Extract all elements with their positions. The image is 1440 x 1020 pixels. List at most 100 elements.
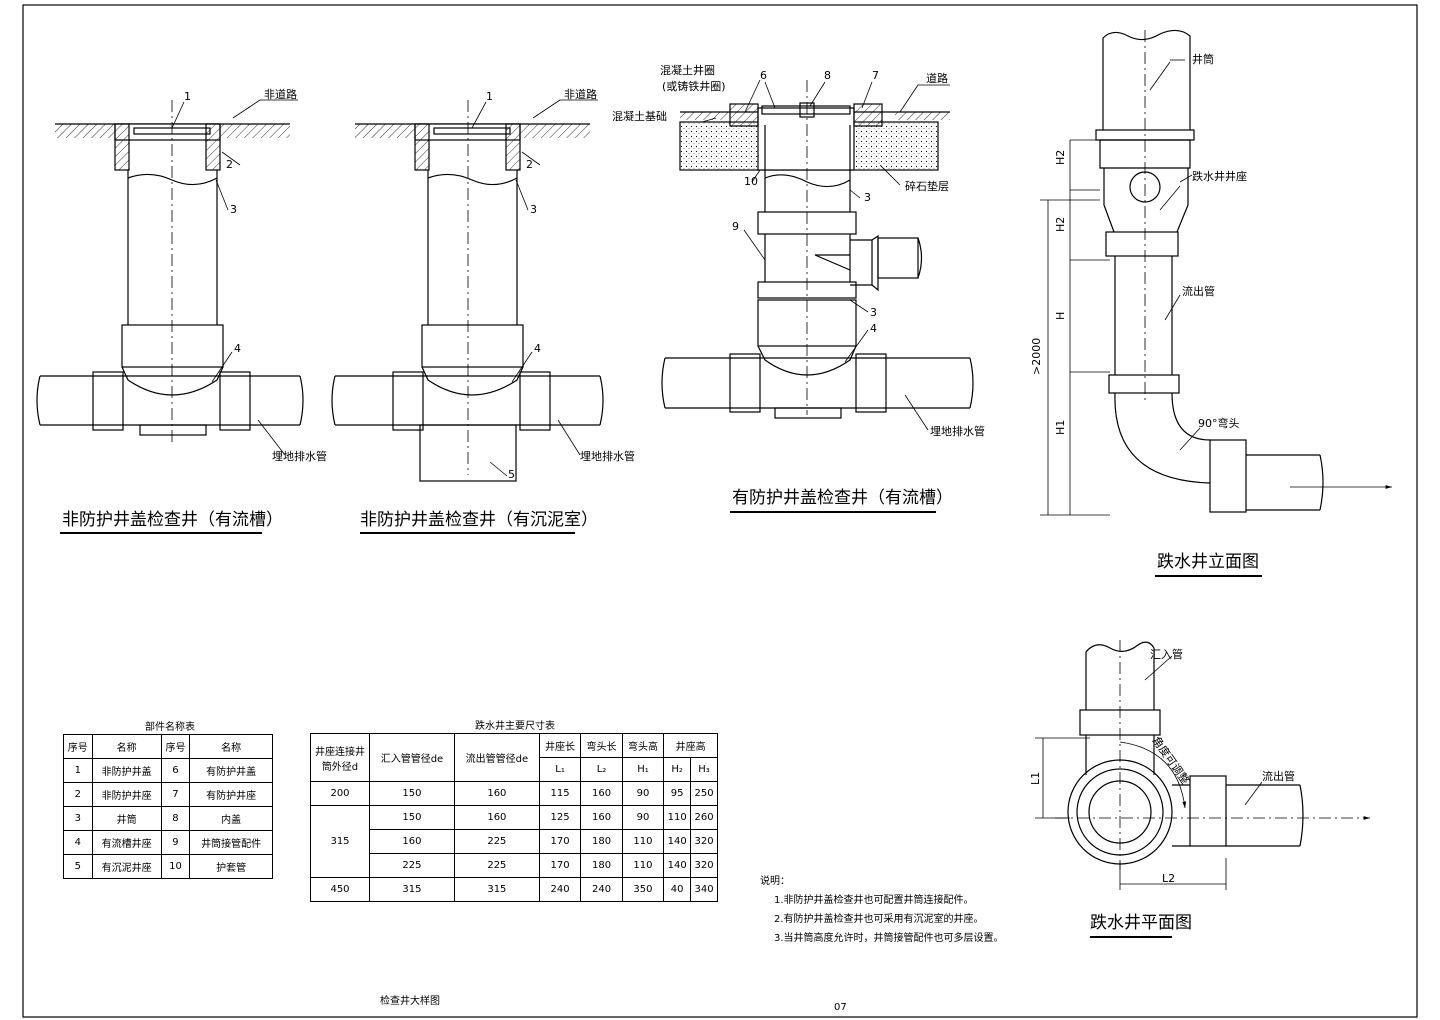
- table-cell: 160: [453, 781, 540, 806]
- table-cell: 315: [310, 805, 370, 878]
- label-rotate: 角度可调整: [1150, 734, 1193, 787]
- table-cell: 170: [538, 829, 582, 854]
- table-cell: 3: [63, 806, 93, 831]
- table-row: 200 150 160 115 160 90 95 250: [310, 781, 718, 806]
- sheet-border: [22, 4, 1418, 1018]
- dim-l1: L1: [1029, 772, 1042, 785]
- drop-well-elevation: [1040, 29, 1392, 577]
- table-cell: 150: [369, 781, 455, 806]
- table-cell: 150: [369, 805, 455, 830]
- table-cell: 110: [663, 805, 692, 830]
- dims-table: 井座连接井筒外径d 汇入管管径de 流出管管径de 井座长 弯头长 弯头高 井座…: [310, 733, 718, 902]
- dims-table-subheader: L₁ L₂ H₁ H₂ H₃: [311, 757, 718, 782]
- sub-l2: L₂: [580, 757, 623, 782]
- table-cell: 内盖: [189, 806, 273, 831]
- table-cell: 有沉泥井座: [91, 854, 162, 879]
- dim-min: >2000: [1030, 338, 1043, 375]
- table-cell: 有防护井盖: [189, 758, 273, 783]
- header-cell: 名称: [189, 734, 273, 759]
- note-item: 2.有防护井盖检查井也可采用有沉泥室的井座。: [774, 914, 984, 925]
- callout-9c: 9: [732, 220, 739, 233]
- table-cell: 320: [690, 829, 718, 854]
- callout-4c: 4: [870, 322, 877, 335]
- header-seat-h: 井座高: [663, 733, 718, 758]
- table-cell: 225: [453, 829, 540, 854]
- callout-5b: 5: [508, 468, 515, 481]
- table-row: 450 315 315 240 240 350 40 340: [310, 877, 718, 902]
- callout-3c1: 3: [864, 191, 871, 204]
- sheet-title: 检查井大样图: [380, 996, 440, 1007]
- table-cell: 170: [538, 853, 582, 878]
- table-row: 225 225 170 180 110 140 320: [311, 853, 718, 878]
- drop-well-plan: [1035, 640, 1370, 938]
- label-buried-pipe-b: 埋地排水管: [580, 449, 635, 463]
- table-cell: 160: [580, 781, 623, 806]
- title-c: 有防护井盖检查井（有流槽）: [732, 488, 953, 508]
- title-d: 跌水井立面图: [1157, 552, 1259, 572]
- table-cell: 180: [580, 829, 623, 854]
- table-cell: 160: [580, 805, 623, 830]
- table-cell: 140: [663, 853, 692, 878]
- callout-6c: 6: [760, 69, 767, 82]
- table-cell: 有防护井座: [189, 782, 273, 807]
- header-out: 流出管管径de: [453, 733, 540, 782]
- dim-h1: H1: [1054, 420, 1067, 435]
- table-row: 1 非防护井盖 6 有防护井盖: [63, 758, 273, 783]
- table-cell: 240: [538, 877, 582, 902]
- table-cell: 315: [369, 877, 455, 902]
- sub-h3: H₃: [690, 757, 718, 782]
- dim-l2: L2: [1162, 872, 1175, 885]
- table-cell: 320: [690, 853, 718, 878]
- parts-table-caption: 部件名称表: [145, 722, 195, 733]
- page-number: 07: [834, 1002, 847, 1013]
- table-cell: 240: [580, 877, 623, 902]
- callout-1a: 1: [184, 90, 191, 103]
- table-cell: 160: [453, 805, 540, 830]
- label-non-road-a: 非道路: [264, 87, 297, 101]
- table-cell: 250: [690, 781, 718, 806]
- table-row: 315 150 160 125 160 90 110 260: [310, 805, 718, 878]
- parts-table: 序号 名称 序号 名称 1 非防护井盖 6 有防护井盖 2 非防护井座 7 有防…: [63, 734, 273, 879]
- table-cell: 护套管: [189, 854, 273, 879]
- callout-3b: 3: [530, 203, 537, 216]
- label-concrete-ring: 混凝土井圈: [660, 63, 715, 77]
- note-item: 1.非防护井盖检查井也可配置井筒连接配件。: [774, 895, 974, 906]
- label-concrete-base: 混凝土基础: [612, 109, 667, 123]
- label-buried-pipe-a: 埋地排水管: [272, 449, 327, 463]
- sub-h1: H₁: [621, 757, 665, 782]
- dim-h2: H2: [1054, 217, 1067, 232]
- table-row: 5 有沉泥井座 10 护套管: [63, 854, 273, 879]
- callout-2b: 2: [526, 158, 533, 171]
- notes-heading: 说明：: [760, 876, 790, 887]
- callout-4a: 4: [234, 342, 241, 355]
- table-cell: 井筒接管配件: [189, 830, 273, 855]
- manhole-c: [661, 79, 974, 513]
- table-cell: 95: [663, 781, 692, 806]
- table-cell: 200: [310, 781, 370, 806]
- table-cell: 115: [538, 781, 582, 806]
- table-cell: 40: [663, 877, 692, 902]
- table-cell: 7: [160, 782, 191, 807]
- callout-3a: 3: [230, 203, 237, 216]
- label-buried-pipe-c: 埋地排水管: [930, 424, 985, 438]
- table-cell: 非防护井座: [91, 782, 162, 807]
- table-cell: 4: [63, 830, 93, 855]
- callout-2a: 2: [226, 158, 233, 171]
- manhole-b: [331, 99, 604, 534]
- callout-3c2: 3: [870, 306, 877, 319]
- table-cell: 5: [63, 854, 93, 879]
- label-shaft: 井筒: [1192, 52, 1214, 66]
- table-cell: 340: [690, 877, 718, 902]
- table-row: 3 井筒 8 内盖: [63, 806, 273, 831]
- label-non-road-b: 非道路: [564, 87, 597, 101]
- callout-8c: 8: [824, 69, 831, 82]
- title-b: 非防护井盖检查井（有沉泥室）: [360, 510, 598, 530]
- title-a: 非防护井盖检查井（有流槽）: [62, 510, 283, 530]
- table-cell: 140: [663, 829, 692, 854]
- label-drop-seat: 跌水井井座: [1192, 169, 1247, 183]
- label-road: 道路: [926, 71, 948, 85]
- sub-h2: H₂: [663, 757, 692, 782]
- table-cell: 2: [63, 782, 93, 807]
- header-in: 汇入管管径de: [369, 733, 455, 782]
